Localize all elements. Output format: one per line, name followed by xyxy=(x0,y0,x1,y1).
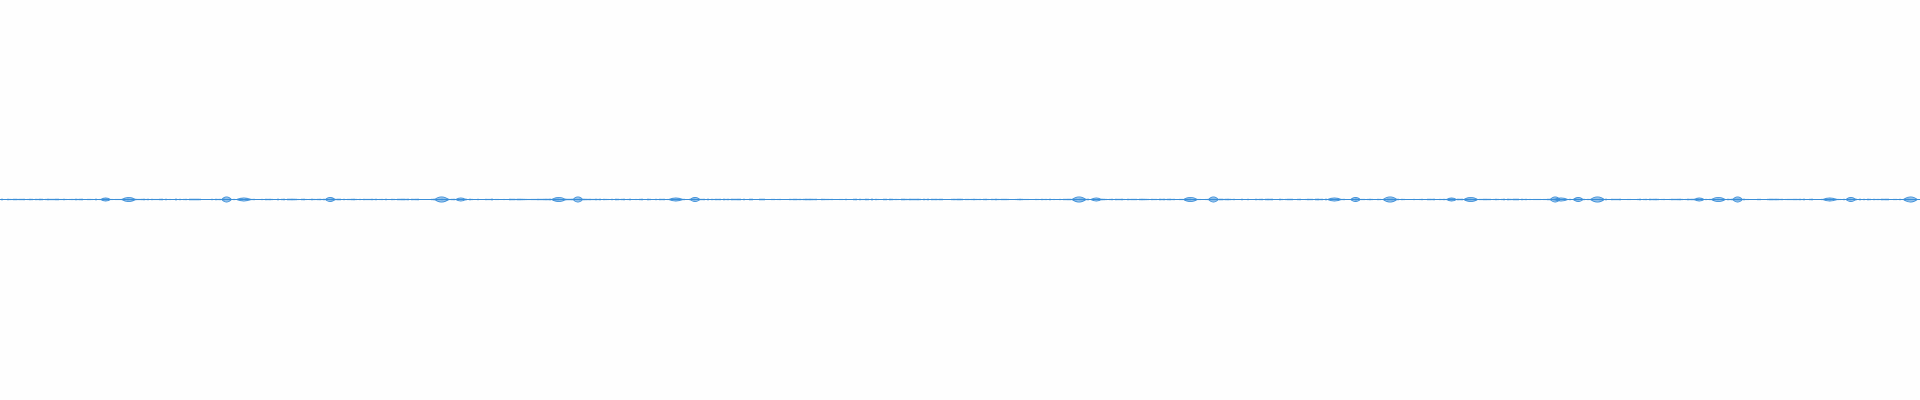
waveform-transients xyxy=(99,196,1919,203)
waveform-transient xyxy=(1710,197,1727,202)
waveform-transient xyxy=(1445,197,1458,202)
waveform-transient xyxy=(689,197,701,202)
waveform-transient xyxy=(1382,196,1398,203)
waveform-transient xyxy=(1845,197,1857,202)
waveform-transient xyxy=(235,197,252,202)
waveform-transient xyxy=(120,197,137,202)
waveform-transient xyxy=(1182,197,1199,202)
waveform-transient xyxy=(324,197,336,202)
waveform-transient xyxy=(667,197,684,202)
waveform-transient xyxy=(99,197,112,202)
waveform-transient xyxy=(433,196,450,203)
waveform-transient xyxy=(1732,196,1744,203)
waveform-transient xyxy=(1462,197,1479,202)
waveform-transient xyxy=(1071,196,1087,203)
waveform-transient xyxy=(1326,197,1343,202)
waveform-transient xyxy=(1552,197,1569,202)
waveform-noise-path xyxy=(0,198,1919,201)
waveform-transient xyxy=(1589,196,1606,203)
waveform-transient xyxy=(572,196,584,203)
waveform-transient xyxy=(455,197,467,202)
waveform-transient xyxy=(1693,197,1705,202)
waveform-transient xyxy=(1090,197,1103,202)
waveform-transient xyxy=(1572,197,1584,202)
waveform-transient xyxy=(1902,196,1919,203)
waveform-transient xyxy=(1207,196,1219,203)
waveform-noise xyxy=(0,198,1919,201)
waveform-transient xyxy=(1821,197,1838,202)
waveform-transient xyxy=(1349,197,1362,202)
waveform-transient xyxy=(221,196,233,203)
waveform-transient xyxy=(550,197,567,202)
